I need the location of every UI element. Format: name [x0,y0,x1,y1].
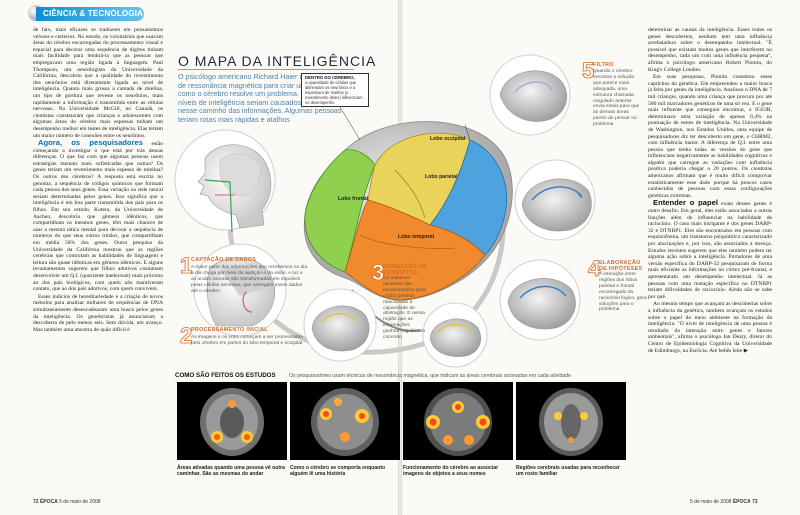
issue-date: 5 de maio de 2008 [690,499,732,505]
paragraph: Em suas pesquisas, Plomin constatou esse… [648,74,772,199]
lobe-occipital-region [429,139,507,256]
scan-caption-1: Áreas ativadas quando uma pessoa vê outr… [177,465,285,477]
left-page-footer: 72 ÉPOCA 5 de maio de 2008 [33,499,101,505]
step-4: 4 ELABORAÇÃO DE HIPÓTESES A interação en… [588,256,648,318]
abstraction-brain-illustration [422,302,488,368]
feature-deck: O psicólogo americano Richard Haier usou… [178,72,347,124]
page-number: 72 [33,499,39,505]
step-number: 4 [588,256,601,281]
callout-title: DENTRO DO CÉREBRO, [305,75,355,80]
brain-callout-box: DENTRO DO CÉREBRO, a quantidade de célul… [301,73,369,107]
scan-caption-2: Como o cérebro se comporta enquanto algu… [290,465,386,477]
mri-image [424,388,492,456]
paragraph: Agora, os pesquisadores estão começando … [33,138,163,293]
paragraph-body: estão começando a investigar o que está … [33,141,163,293]
step-number: 5 [582,58,595,83]
mri-image [539,388,603,456]
step-number: 1 [180,253,193,278]
step-label: PROCESSAMENTO INICIAL [191,327,268,333]
page-number: 73 [751,499,758,505]
magazine-brand: ÉPOCA [39,499,58,505]
section-label: CIÊNCIA & TECNOLOGIA CÉREBRO [43,9,143,32]
filter-brain-illustration [489,54,571,136]
magazine-brand: ÉPOCA [732,499,751,505]
paragraph: determinar as causas da inteligência. Es… [648,27,772,73]
step-1: 1 CAPTAÇÃO DE DADOS A maior parte das in… [180,253,310,305]
step-5: 5 FILTRO Quando o cérebro encontra a sol… [582,58,646,140]
step-label: ELABORAÇÃO DE HIPÓTESES [599,260,643,272]
lead-in: Entender o papel [653,198,718,208]
lobe-frontal-region [304,149,376,273]
step-text: Quando o cérebro encontra a solução que … [593,69,640,128]
title-rule [178,69,354,70]
lobe-frontal-label: Lobo frontal [338,196,369,202]
feature-title: O MAPA DA INTELIGÊNCIA [178,53,377,69]
step-number: 3 [372,260,385,285]
callout-text: a quantidade de células que alimentam os… [305,79,363,105]
section-banner: CIÊNCIA & TECNOLOGIA CÉREBRO [36,7,144,32]
mri-scan-3 [403,382,513,460]
lobe-occipital-label: Lobo occipital [430,136,466,142]
scan-caption-3: Funcionamento do cérebro ao associar ima… [403,465,499,477]
hypothesis-brain-illustration [514,159,596,241]
paragraph: Esses indícios de hereditariedade e a cr… [33,293,163,333]
lobe-parietal-label: Lobo parietal [425,174,458,180]
step-text: Os impulsos nervosos são encaminhados pa… [383,276,426,341]
step-number: 2 [180,323,193,348]
paragraph: de fato, mais eficazes se traduzem em pe… [33,27,163,139]
step-text: A interação entre regiões dos lobos pari… [599,272,647,313]
step-label: CAPTAÇÃO DE DADOS [191,257,257,263]
paragraph: Ao mesmo tempo que avançam as descoberta… [648,301,772,354]
logic-brain-illustration [499,259,581,341]
lead-in: Agora, os pesquisadores [38,138,143,148]
lobe-temporal-label: Lobo temporal [398,234,435,240]
paragraph: Entender o papel exato desses genes é ou… [648,198,772,300]
left-text-column: de fato, mais eficazes se traduzem em pe… [33,27,163,495]
right-page-footer: 5 de maio de 2008 ÉPOCA 73 [690,499,758,505]
step-text: A maior parte das informações que recebe… [191,265,308,294]
concept-brain-illustration [303,288,377,362]
step-3: 3 FORMAÇÃO DE CONCEITOS Os impulsos nerv… [372,260,430,352]
step-label: FORMAÇÃO DE CONCEITOS [383,264,428,276]
mri-scan-1 [177,382,287,460]
step-2: 2 PROCESSAMENTO INICIAL As imagens e os … [180,323,310,365]
right-text-column: determinar as causas da inteligência. Es… [648,27,772,495]
head-profile-illustration [174,129,276,233]
issue-date: 5 de maio de 2008 [59,499,101,505]
studies-strip-subtitle: Os pesquisadores usam técnicas de resson… [289,372,572,379]
step-text: As imagens e os sons começam a ser proce… [191,335,303,346]
scan-caption-4: Regiões cerebrais usadas para reconhecer… [516,465,620,477]
step-label: FILTRO [593,62,614,68]
lobe-parietal-region [367,132,471,226]
paragraph-body: exato desses genes é outro desafio. Em g… [648,201,772,300]
mri-scan-4 [516,382,626,460]
mri-image [311,388,379,456]
mri-scan-2 [290,382,400,460]
studies-strip-title: COMO SÃO FEITOS OS ESTUDOS [175,372,276,379]
mri-image [200,388,264,456]
